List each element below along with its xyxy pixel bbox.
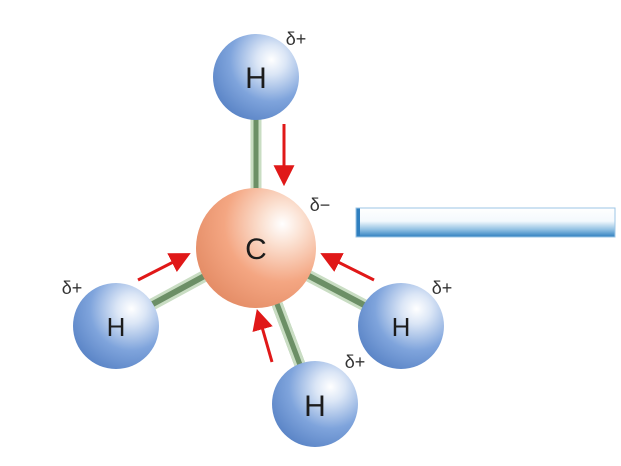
arrow-right bbox=[320, 253, 375, 282]
atom-label-h-top: H bbox=[245, 62, 267, 95]
hydrogen-atom-bottom: H bbox=[272, 361, 358, 447]
charge-label-h-bottom: δ+ bbox=[345, 352, 366, 372]
atom-label-h-right: H bbox=[392, 312, 411, 342]
atom-label-h-bottom: H bbox=[304, 390, 326, 423]
hydrogen-atom-left: H bbox=[73, 283, 159, 369]
hydrogen-atom-top: H bbox=[213, 34, 299, 120]
atom-label-c: C bbox=[245, 233, 267, 266]
carbon-sphere bbox=[196, 188, 316, 308]
charge-label-h-right: δ+ bbox=[432, 278, 453, 298]
charge-label-c: δ− bbox=[310, 195, 331, 215]
atom-label-h-left: H bbox=[107, 312, 126, 342]
carbon-atom: C bbox=[196, 188, 316, 308]
charge-label-h-left: δ+ bbox=[62, 278, 83, 298]
hydrogen-sphere bbox=[272, 361, 358, 447]
arrow-left bbox=[137, 253, 191, 282]
charge-label-h-top: δ+ bbox=[286, 29, 307, 49]
answer-bar bbox=[355, 207, 616, 238]
arrow-bottom bbox=[252, 308, 274, 363]
hydrogen-sphere bbox=[73, 283, 159, 369]
hydrogen-atom-right: H bbox=[358, 283, 444, 369]
hydrogen-sphere bbox=[213, 34, 299, 120]
hydrogen-sphere bbox=[358, 283, 444, 369]
